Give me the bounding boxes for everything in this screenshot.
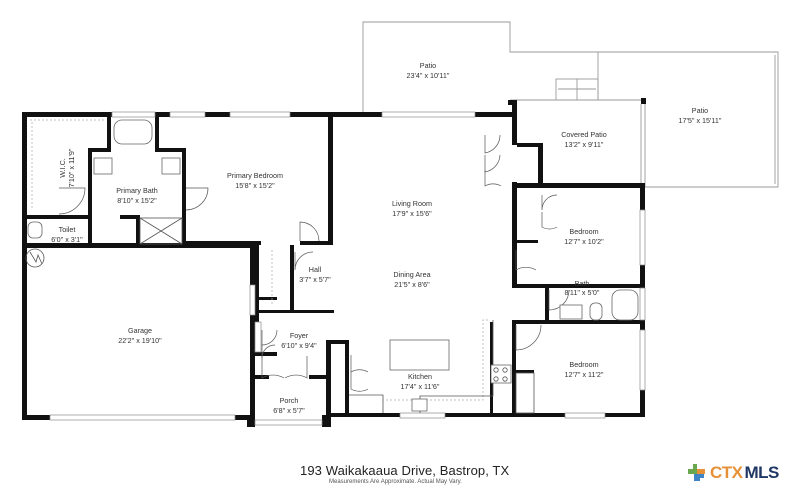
room-dining-area: Dining Area 21'5" x 8'6" (393, 270, 430, 289)
svg-text:6'0" x 3'1": 6'0" x 3'1" (51, 235, 83, 244)
walls (22, 98, 646, 427)
room-labels: Patio 23'4" x 10'11" Patio 17'5" x 15'11… (51, 61, 722, 415)
room-covered-patio: Covered Patio 13'2" x 9'11" (561, 130, 607, 149)
room-bedroom-3: Bedroom 12'7" x 11'2" (565, 360, 604, 379)
svg-text:Dining Area: Dining Area (393, 270, 430, 279)
room-hall: Hall 3'7" x 5'7" (299, 265, 331, 284)
svg-text:15'8" x 15'2": 15'8" x 15'2" (235, 181, 275, 190)
svg-text:W.I.C.: W.I.C. (58, 158, 67, 178)
svg-text:Hall: Hall (309, 265, 322, 274)
room-primary-bath: Primary Bath 8'10" x 15'2" (116, 186, 158, 205)
windows (49, 111, 646, 426)
svg-text:8'10" x 15'2": 8'10" x 15'2" (117, 196, 157, 205)
svg-text:22'2" x 19'10": 22'2" x 19'10" (118, 336, 162, 345)
texas-map-icon (688, 464, 705, 481)
svg-text:6'10" x 9'4": 6'10" x 9'4" (281, 341, 317, 350)
logo-text-ctx: CTX (710, 463, 743, 482)
footer: 193 Waikakaaua Drive, Bastrop, TX Measur… (300, 463, 560, 485)
svg-text:17'4" x 11'6": 17'4" x 11'6" (401, 382, 440, 391)
svg-text:Bath: Bath (575, 279, 590, 288)
svg-text:13'2" x 9'11": 13'2" x 9'11" (565, 140, 604, 149)
room-porch: Porch 6'8" x 5'7" (273, 396, 305, 415)
svg-text:21'5" x 8'6": 21'5" x 8'6" (394, 280, 430, 289)
svg-text:Patio: Patio (420, 61, 436, 70)
svg-text:17'9" x 15'6": 17'9" x 15'6" (392, 209, 432, 218)
room-foyer: Foyer 6'10" x 9'4" (281, 331, 317, 350)
svg-text:Porch: Porch (280, 396, 299, 405)
property-address: 193 Waikakaaua Drive, Bastrop, TX (300, 463, 510, 478)
svg-text:Garage: Garage (128, 326, 152, 335)
doors (58, 134, 570, 392)
svg-text:Bedroom: Bedroom (569, 227, 598, 236)
svg-text:Covered Patio: Covered Patio (561, 130, 607, 139)
svg-text:7'10" x 11'9": 7'10" x 11'9" (67, 148, 76, 187)
svg-text:Primary Bath: Primary Bath (116, 186, 158, 195)
svg-text:17'5" x 15'11": 17'5" x 15'11" (679, 116, 722, 125)
room-bath: Bath 8'11" x 5'0" (565, 279, 600, 297)
svg-text:8'11" x 5'0": 8'11" x 5'0" (565, 288, 600, 297)
svg-text:3'7" x 5'7": 3'7" x 5'7" (299, 275, 331, 284)
svg-text:23'4" x 10'11": 23'4" x 10'11" (407, 71, 450, 80)
room-toilet: Toilet 6'0" x 3'1" (51, 225, 83, 244)
svg-text:12'7" x 10'2": 12'7" x 10'2" (564, 237, 604, 246)
svg-text:Toilet: Toilet (59, 225, 76, 234)
room-kitchen: Kitchen 17'4" x 11'6" (401, 372, 440, 391)
logo-text-mls: MLS (744, 463, 780, 482)
svg-text:6'8" x 5'7": 6'8" x 5'7" (273, 406, 305, 415)
room-living-room: Living Room 17'9" x 15'6" (392, 199, 432, 218)
measurement-disclaimer: Measurements Are Approximate. Actual May… (329, 479, 462, 485)
room-patio-2: Patio 17'5" x 15'11" (679, 106, 722, 125)
svg-text:Foyer: Foyer (290, 331, 309, 340)
patio-outlines (362, 21, 779, 188)
room-garage: Garage 22'2" x 19'10" (118, 326, 162, 345)
ctxmls-logo: CTX MLS (686, 462, 779, 484)
svg-text:Primary Bedroom: Primary Bedroom (227, 171, 283, 180)
svg-text:Patio: Patio (692, 106, 708, 115)
svg-text:Bedroom: Bedroom (569, 360, 598, 369)
svg-text:Kitchen: Kitchen (408, 372, 432, 381)
svg-text:12'7" x 11'2": 12'7" x 11'2" (565, 370, 604, 379)
room-wic: W.I.C. 7'10" x 11'9" (58, 148, 76, 187)
room-bedroom-2: Bedroom 12'7" x 10'2" (564, 227, 604, 246)
room-patio-1: Patio 23'4" x 10'11" (407, 61, 450, 80)
fixtures (25, 119, 639, 414)
room-primary-bedroom: Primary Bedroom 15'8" x 15'2" (227, 171, 283, 190)
svg-text:Living Room: Living Room (392, 199, 432, 208)
